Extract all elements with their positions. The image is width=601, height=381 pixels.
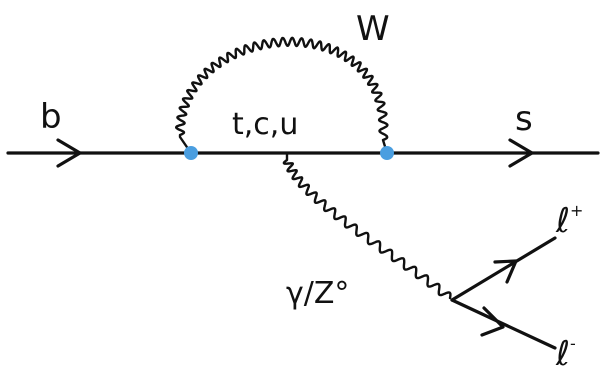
label-s: s [515,99,533,139]
label-lepton-minus: ℓ- [555,334,576,374]
lepton-plus-charge: + [570,201,583,220]
label-b: b [40,97,62,137]
lepton-minus-symbol: ℓ [555,334,570,374]
label-w: W [356,9,390,49]
label-gamma-z: γ/Z° [286,276,349,311]
vertex-left [184,146,198,160]
incoming-arrow-icon [56,138,82,168]
lepton-minus-line [450,298,557,350]
outgoing-arrow-icon [508,138,534,168]
lepton-plus-line [450,236,557,302]
lepton-minus-charge: - [570,334,576,353]
w-boson-loop [175,36,389,155]
lepton-minus-arrow-icon [480,306,505,337]
vertex-right [380,146,394,160]
gamma-z-propagator [282,151,452,300]
label-internal-quarks: t,c,u [232,107,298,142]
lepton-plus-arrow-icon [493,259,518,284]
lepton-plus-symbol: ℓ [555,201,570,241]
label-lepton-plus: ℓ+ [555,201,583,241]
